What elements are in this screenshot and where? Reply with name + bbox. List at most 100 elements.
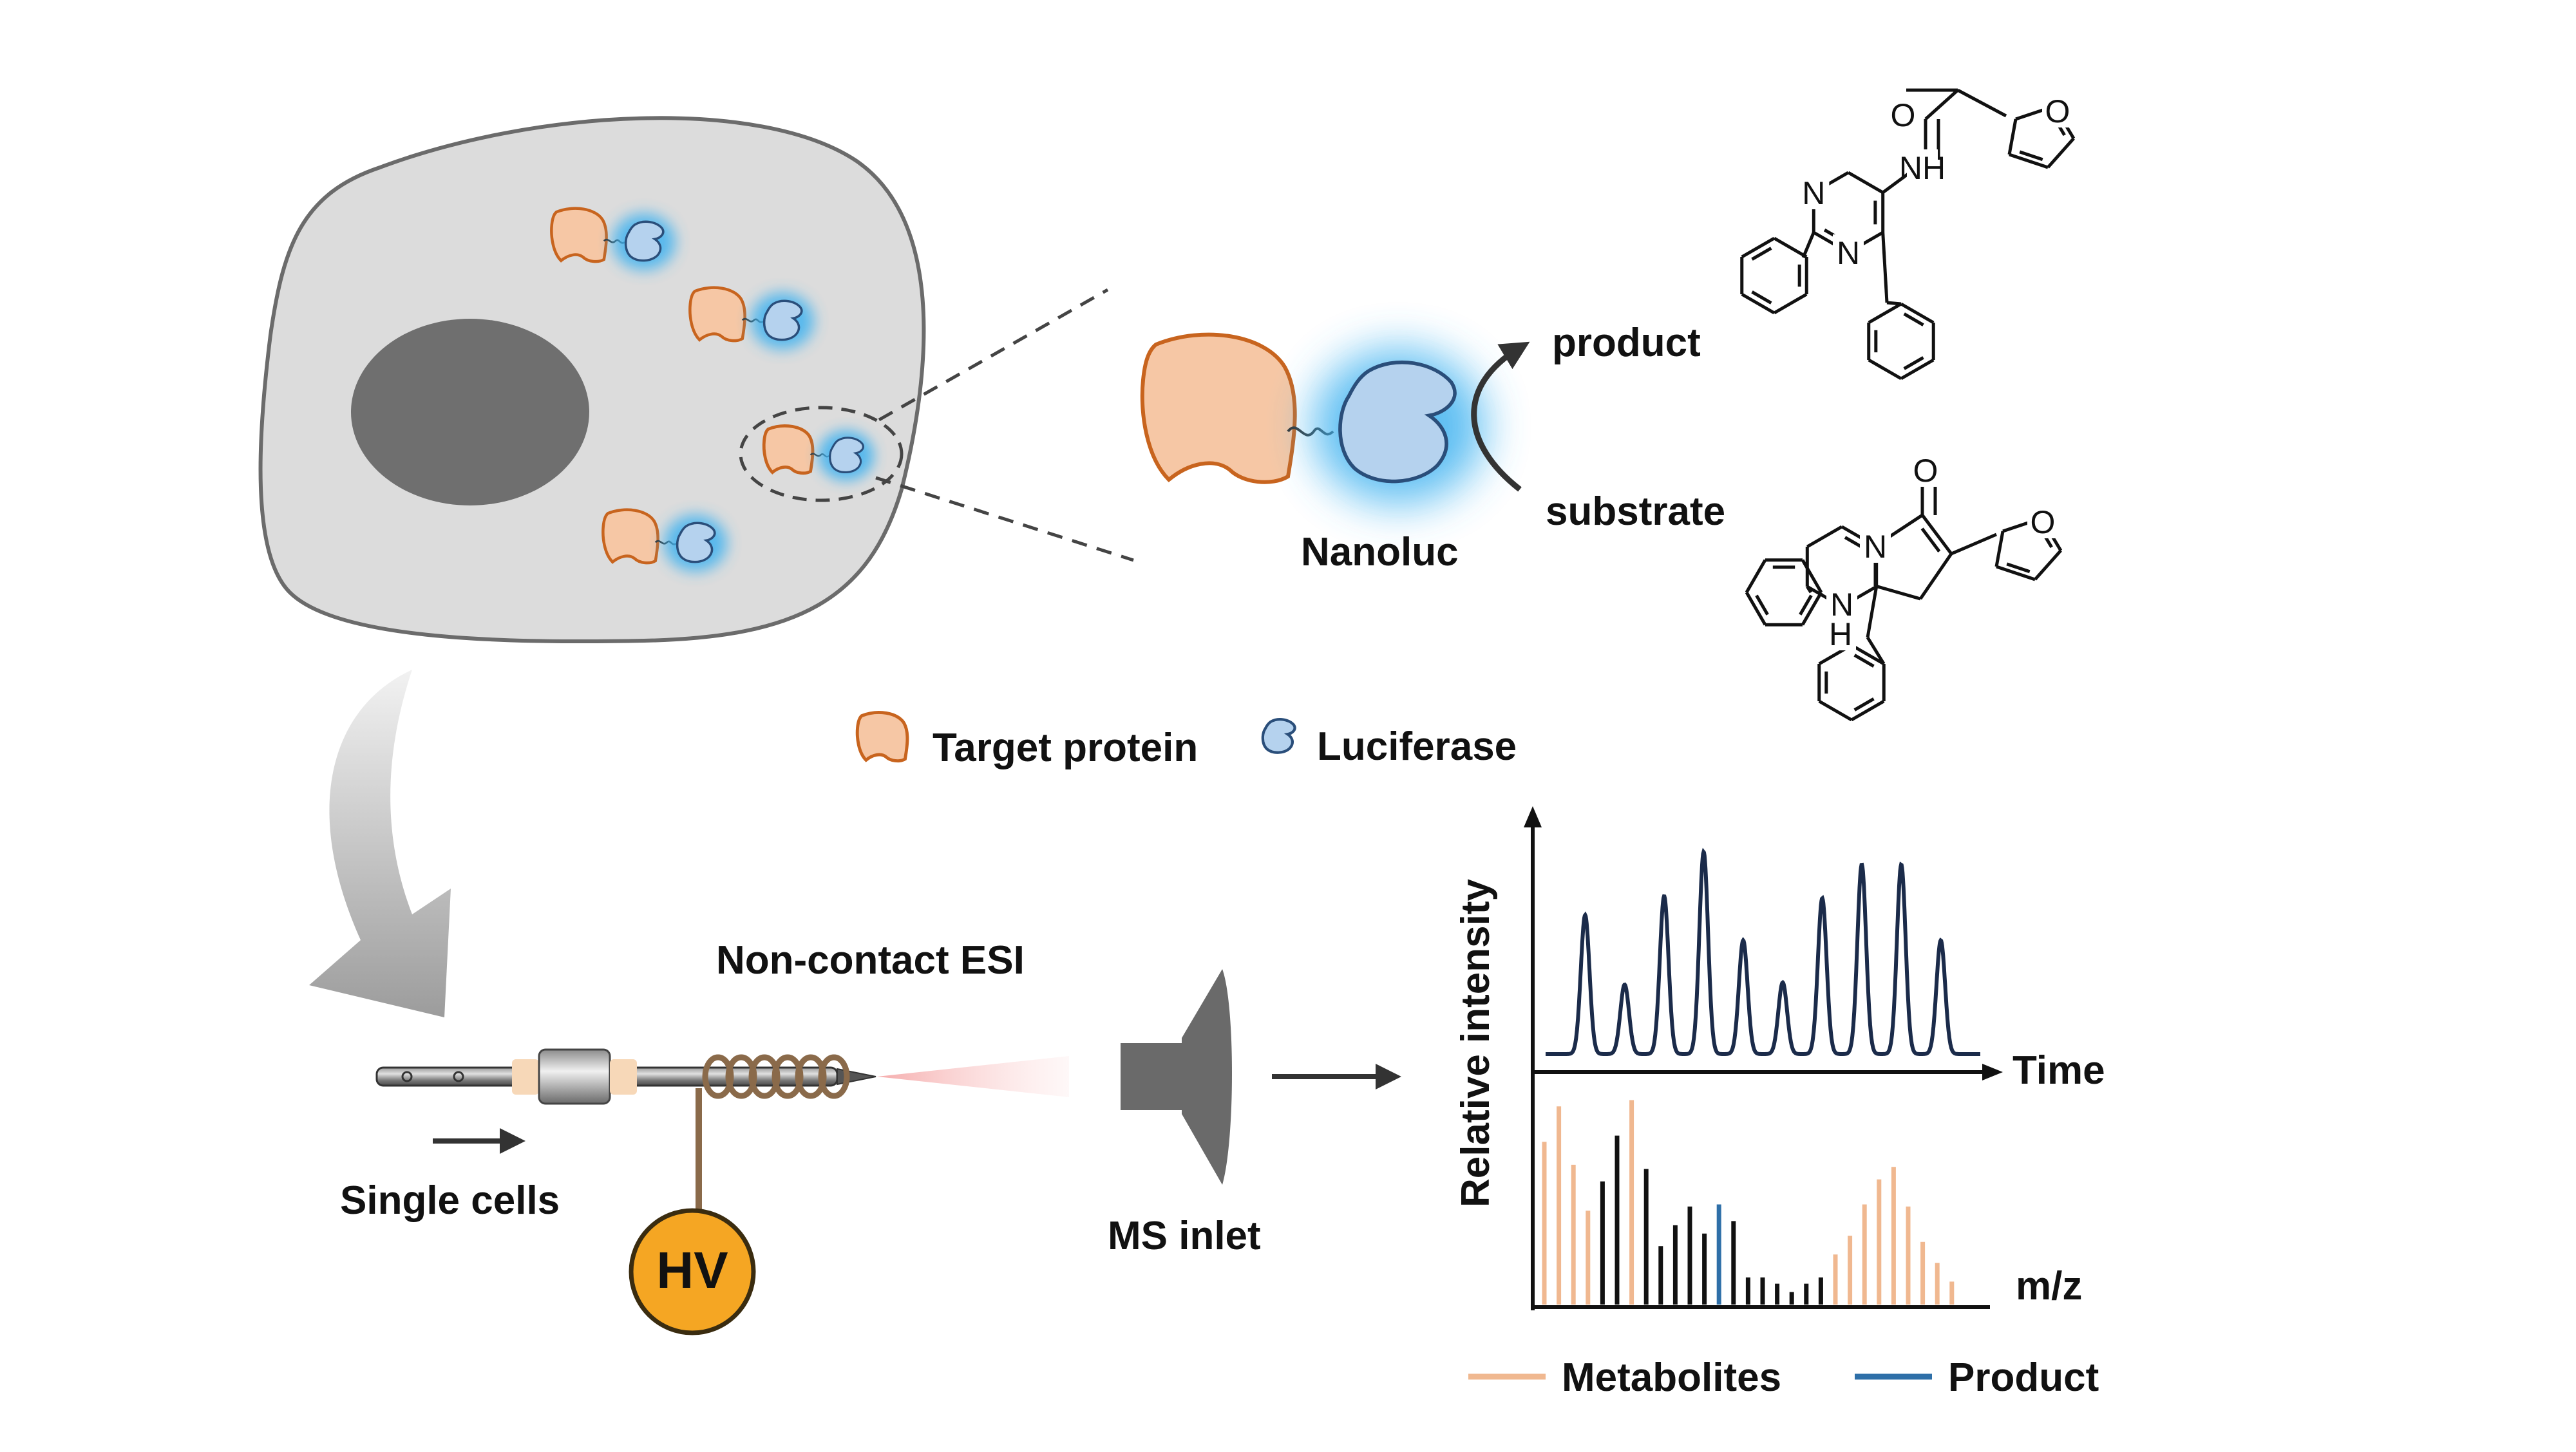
cell-in-capillary — [401, 1071, 413, 1082]
phenyl-bond — [1850, 643, 1885, 666]
phenyl-double-bond — [1853, 654, 1875, 668]
pyrrolone-bond — [1875, 584, 1921, 601]
furan-double-bond — [2019, 150, 2043, 162]
luciferase-legend-icon — [1261, 718, 1296, 754]
mz-axis-label: m/z — [2016, 1264, 2082, 1308]
sleeve-left-ferrule — [512, 1059, 539, 1095]
bond — [1866, 636, 1886, 665]
phenyl-bond — [1900, 302, 1935, 325]
capillary-assembly — [375, 1048, 1069, 1268]
phenyl-double-bond — [1903, 312, 1924, 326]
bond — [1924, 89, 1959, 120]
oxygen-atom: O — [2045, 93, 2070, 129]
nucleus — [351, 319, 589, 505]
phenyl-bond — [1741, 236, 1776, 259]
time-axis-label: Time — [2012, 1048, 2105, 1093]
bond — [1881, 232, 1889, 303]
pyrrolone-bond — [1918, 552, 1953, 600]
series-legend: Metabolites Product — [1468, 1355, 2099, 1400]
bond — [1866, 586, 1879, 638]
phenyl-double-bond — [1853, 697, 1875, 712]
pyrazine-bond — [1806, 525, 1843, 549]
chromatogram-chart: Time — [1524, 806, 2105, 1310]
target-protein-shape — [601, 508, 659, 565]
fusion-protein — [762, 424, 875, 481]
fusion-protein — [688, 286, 815, 350]
electrospray-plume — [877, 1056, 1069, 1097]
target-protein-shape — [550, 207, 608, 263]
furan-bond — [1996, 565, 2036, 581]
capillary-tip — [837, 1068, 876, 1086]
chromatogram-trace — [1546, 847, 1980, 1056]
y-axis-arrowhead — [1524, 806, 1542, 827]
luciferase-shape — [762, 299, 803, 341]
electrode-coil — [702, 1054, 850, 1099]
target-protein-shape — [1140, 332, 1297, 484]
phenyl-bond — [1818, 699, 1853, 722]
relative-intensity-label: Relative intensity — [1454, 879, 1498, 1207]
mass-spectrum-chart: m/z — [1533, 1100, 2082, 1309]
oxygen-atom: O — [1891, 97, 1916, 133]
target-protein-shape — [688, 286, 746, 343]
sleeve-right-ferrule — [610, 1059, 637, 1095]
luciferase-legend-label: Luciferase — [1317, 724, 1517, 769]
target-protein-legend-label: Target protein — [933, 726, 1198, 770]
bond — [1806, 585, 1813, 594]
pyrrolone-bond — [1921, 514, 1953, 555]
bond — [1951, 533, 1997, 556]
big-grey-arrow — [309, 670, 451, 1017]
phenyl-bond — [1745, 559, 1767, 594]
phenyl-bond — [1773, 292, 1808, 315]
hv-label: HV — [656, 1241, 728, 1299]
phenyl-bond — [1773, 236, 1808, 259]
fusion-protein — [550, 207, 676, 270]
nanoluc-fusion-enlarged — [1140, 332, 1485, 504]
phenyl-double-bond — [1755, 594, 1769, 616]
zoom-line-top — [878, 288, 1109, 422]
luciferase-shape — [829, 437, 864, 474]
substrate-label: substrate — [1546, 489, 1725, 534]
shape-legend: Target protein Luciferase — [855, 711, 1517, 770]
nitrogen-atom: N — [1837, 235, 1860, 271]
phenyl-bond — [1868, 358, 1902, 381]
fusion-proteins-in-cell — [550, 207, 875, 572]
ms-inlet-block — [1121, 1043, 1185, 1110]
furan-bond — [2009, 153, 2049, 169]
target-protein-legend-icon — [855, 711, 909, 763]
nitrogen-atom: N — [1864, 529, 1887, 565]
oxygen-atom: O — [1913, 453, 1938, 489]
mass-spectrum-bars — [1542, 1100, 1955, 1305]
pyrrolone-double-bond — [1920, 527, 1941, 552]
ms-inlet-cone — [1182, 969, 1232, 1185]
hydrogen-atom: H — [1829, 616, 1852, 652]
target-protein-shape — [762, 424, 815, 475]
fusion-protein — [601, 508, 728, 572]
phenyl-bond — [1868, 302, 1902, 325]
nitrogen-atom: N — [1802, 175, 1825, 211]
cell — [258, 116, 926, 644]
coil-turn — [818, 1054, 850, 1099]
phenyl-double-bond — [1751, 247, 1772, 261]
product-legend-label: Product — [1948, 1355, 2099, 1400]
time-axis-arrowhead — [1982, 1064, 2003, 1080]
furan-double-bond — [2006, 562, 2031, 574]
non-contact-esi-label: Non-contact ESI — [716, 938, 1025, 983]
phenyl-bond — [1900, 358, 1935, 381]
single-cells-label: Single cells — [340, 1178, 560, 1223]
phenyl-bond — [1745, 591, 1767, 626]
luciferase-shape — [676, 522, 716, 563]
zoom-highlight-circle — [739, 406, 904, 502]
luciferase-shape — [624, 220, 665, 262]
phenyl-bond — [1801, 591, 1823, 626]
zoom-line-bottom — [875, 476, 1134, 562]
hv-source — [629, 1208, 756, 1335]
furan-bond — [2047, 137, 2075, 169]
phenyl-double-bond — [1799, 594, 1813, 616]
phenyl-bond — [1850, 699, 1885, 722]
pyrazine-bond — [1847, 171, 1884, 194]
phenyl-double-bond — [1751, 290, 1772, 305]
ms-inlet-label: MS inlet — [1108, 1214, 1261, 1258]
cell-in-capillary — [453, 1071, 464, 1082]
